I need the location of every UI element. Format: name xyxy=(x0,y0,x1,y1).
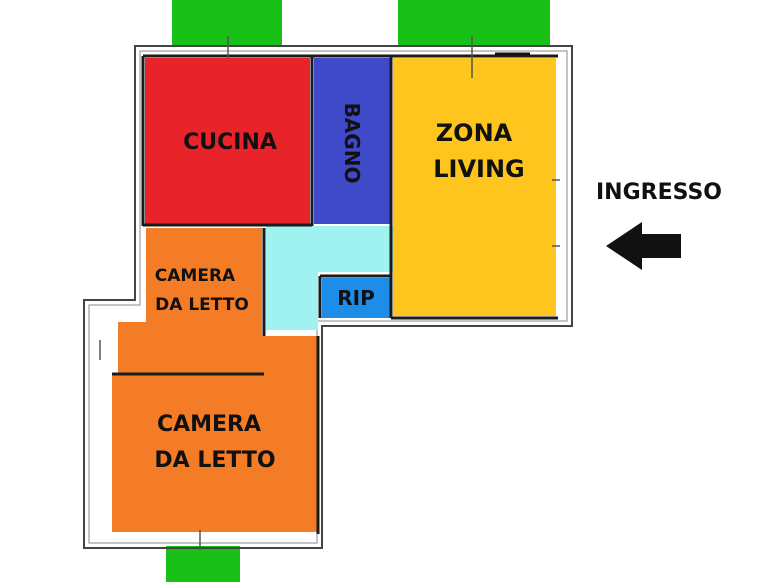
room-storage xyxy=(322,278,390,318)
room-bedroom-small-extension xyxy=(118,228,266,374)
room-kitchen xyxy=(145,58,310,224)
bathroom-label: BAGNO xyxy=(340,103,364,184)
storage-label: RIP xyxy=(337,286,375,310)
window-marks xyxy=(99,36,560,550)
garden-top-right xyxy=(398,0,550,46)
living-label-line2: LIVING xyxy=(433,155,525,183)
garden-top-left xyxy=(172,0,282,46)
room-bathroom xyxy=(314,58,390,224)
living-label-line1: ZONA xyxy=(436,119,513,147)
room-living xyxy=(393,58,556,316)
arrow-left-icon xyxy=(606,222,681,270)
outer-walls xyxy=(83,45,573,549)
entrance-label: INGRESSO xyxy=(596,180,722,205)
bedroom-small-label-line1: CAMERA xyxy=(155,266,236,286)
bedroom-large-label-line2: DA LETTO xyxy=(154,448,275,473)
inner-walls xyxy=(112,54,558,534)
room-hallway xyxy=(266,226,393,330)
room-bedroom-large xyxy=(112,336,318,532)
bedroom-small-label-line2: DA LETTO xyxy=(155,295,249,315)
kitchen-label: CUCINA xyxy=(183,130,277,155)
bedroom-large-label-line1: CAMERA xyxy=(157,412,261,437)
garden-bottom xyxy=(166,546,240,582)
